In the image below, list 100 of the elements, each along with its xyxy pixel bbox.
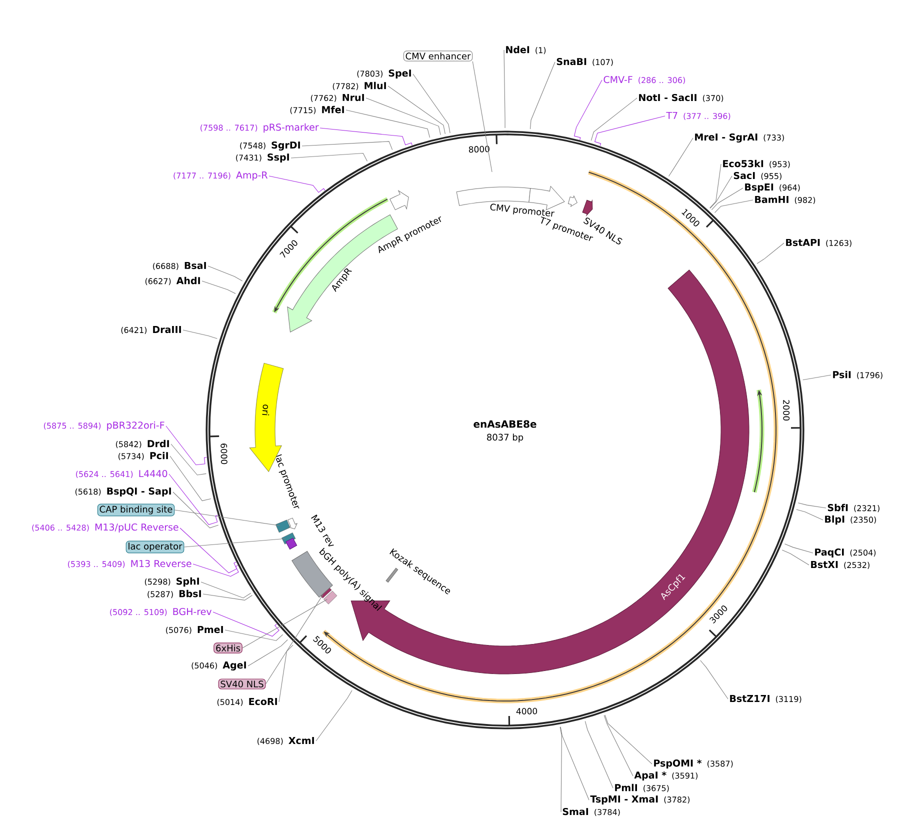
node-label: CMV promoter <box>490 204 555 217</box>
feature-tag: SV40 NLS <box>218 678 266 690</box>
leader-line <box>242 599 328 648</box>
plasmid-name: enAsABE8e <box>474 420 536 428</box>
leader-line <box>316 690 352 742</box>
primer-label: (7177 .. 7196) Amp-R <box>174 172 268 180</box>
scale-label: 2000 <box>783 400 790 421</box>
leader-line <box>346 110 430 138</box>
site-label: (6627) AhdI <box>145 276 200 286</box>
leader-line <box>668 138 694 177</box>
leader-line <box>166 426 208 466</box>
leader-line <box>208 266 243 282</box>
feature-tag: 6xHis <box>214 642 242 654</box>
site-label: SmaI (3784) <box>562 808 620 816</box>
leader-line <box>202 280 236 294</box>
site-label: BspEI (964) <box>745 184 800 192</box>
site-label: NotI - SacII (370) <box>639 94 724 102</box>
leader-line <box>172 492 219 528</box>
site-label: (5046) AgeI <box>192 662 246 670</box>
site-label: PsiI (1796) <box>833 370 882 380</box>
leader-line <box>714 200 754 213</box>
site-label: TspMI - XmaI (3782) <box>590 796 690 804</box>
feature-tag: CMV enhancer <box>403 50 473 62</box>
primer-label: CMV-F (286 .. 306) <box>604 76 685 84</box>
leader-line <box>320 128 412 146</box>
leader-line <box>802 374 832 380</box>
site-label: BstXI (2532) <box>811 561 870 569</box>
leader-line <box>560 726 590 800</box>
site-label: BstZ17I (3119) <box>730 695 802 703</box>
site-label: (7762) NruI <box>310 94 364 102</box>
leader-line <box>784 544 814 554</box>
leader-line <box>798 502 826 508</box>
leader-line <box>182 330 218 339</box>
leader-line <box>184 538 286 548</box>
leader-line <box>290 152 368 162</box>
site-label: NdeI (1) <box>506 46 546 54</box>
site-label: (7803) SpeI <box>357 69 411 78</box>
primer-label: (5092 .. 5109) BGH-rev <box>110 608 212 616</box>
leader-line <box>560 726 562 812</box>
plasmid-size: 8037 bp <box>487 434 524 442</box>
leader-line <box>710 164 722 208</box>
leader-line <box>700 660 728 700</box>
leader-line <box>168 474 218 526</box>
site-label: BlpI (2350) <box>825 515 876 525</box>
primer-label: (5875 .. 5894) pBR322ori-F <box>44 421 164 431</box>
site-label: (4698) XcmI <box>258 737 314 745</box>
leader-line <box>265 594 324 684</box>
primer-label: (5393 .. 5409) M13 Reverse <box>68 560 192 568</box>
leader-line <box>584 720 614 788</box>
scale-label: 6000 <box>220 444 228 464</box>
leader-line <box>604 715 634 776</box>
leader-line <box>224 630 284 641</box>
leader-line <box>202 594 253 600</box>
leader-line <box>170 444 206 476</box>
site-label: (5842) DrdI <box>116 440 169 448</box>
site-label: (6421) DraIII <box>121 326 181 334</box>
leader-line <box>212 612 280 637</box>
leader-line <box>604 714 652 764</box>
primer-label: (5406 .. 5428) M13/pUC Reverse <box>32 523 178 533</box>
leader-line <box>782 550 810 566</box>
site-label: SbfI (2321) <box>828 504 880 512</box>
leader-line <box>504 50 506 128</box>
site-label: PmlI (3675) <box>615 784 669 792</box>
site-label: (7548) SgrDI <box>240 141 300 151</box>
site-label: PaqCI (2504) <box>815 548 876 558</box>
leader-line <box>200 582 252 598</box>
leader-line <box>278 644 294 702</box>
feature-tag: lac operator <box>126 540 184 554</box>
leader-line <box>594 116 666 146</box>
leader-line <box>248 639 288 666</box>
leader-line <box>574 80 602 140</box>
site-label: PspOMI * (3587) <box>654 760 733 769</box>
leader-line <box>170 456 212 502</box>
site-label: MreI - SgrAI (733) <box>695 133 784 143</box>
site-label: (5076) PmeI <box>166 626 223 634</box>
site-label: Eco53kI (953) <box>723 160 790 168</box>
feature-tag: CAP binding site <box>97 504 175 516</box>
leader-line <box>796 509 824 520</box>
leader-line <box>192 564 239 577</box>
scale-label: 8000 <box>468 146 490 153</box>
site-label: SnaBI (107) <box>556 58 613 66</box>
leader-line <box>710 176 732 209</box>
site-label: (5618) BspQI - SapI <box>75 487 171 497</box>
site-label: (5014) EcoRI <box>217 698 277 706</box>
leader-line <box>412 74 450 134</box>
site-label: BstAPI (1263) <box>786 239 852 247</box>
feature-block: CMV promoter <box>456 186 565 217</box>
leader-line <box>530 62 556 130</box>
site-label: (5287) BbsI <box>148 590 201 598</box>
feature-mark <box>276 520 290 533</box>
leader-line <box>388 86 446 134</box>
site-label: (5298) SphI <box>144 577 199 587</box>
site-label: SacI (955) <box>734 172 782 180</box>
primer-label: (7598 .. 7617) pRS-marker <box>200 123 319 133</box>
leader-line <box>472 61 492 172</box>
primer-label: T7 (377 .. 396) <box>666 112 730 120</box>
primer-label: (5624 .. 5641) L4440 <box>76 470 168 478</box>
site-label: (7715) MfeI <box>290 106 344 114</box>
site-label: ApaI * (3591) <box>634 772 698 781</box>
site-label: (6688) BsaI <box>153 262 206 270</box>
